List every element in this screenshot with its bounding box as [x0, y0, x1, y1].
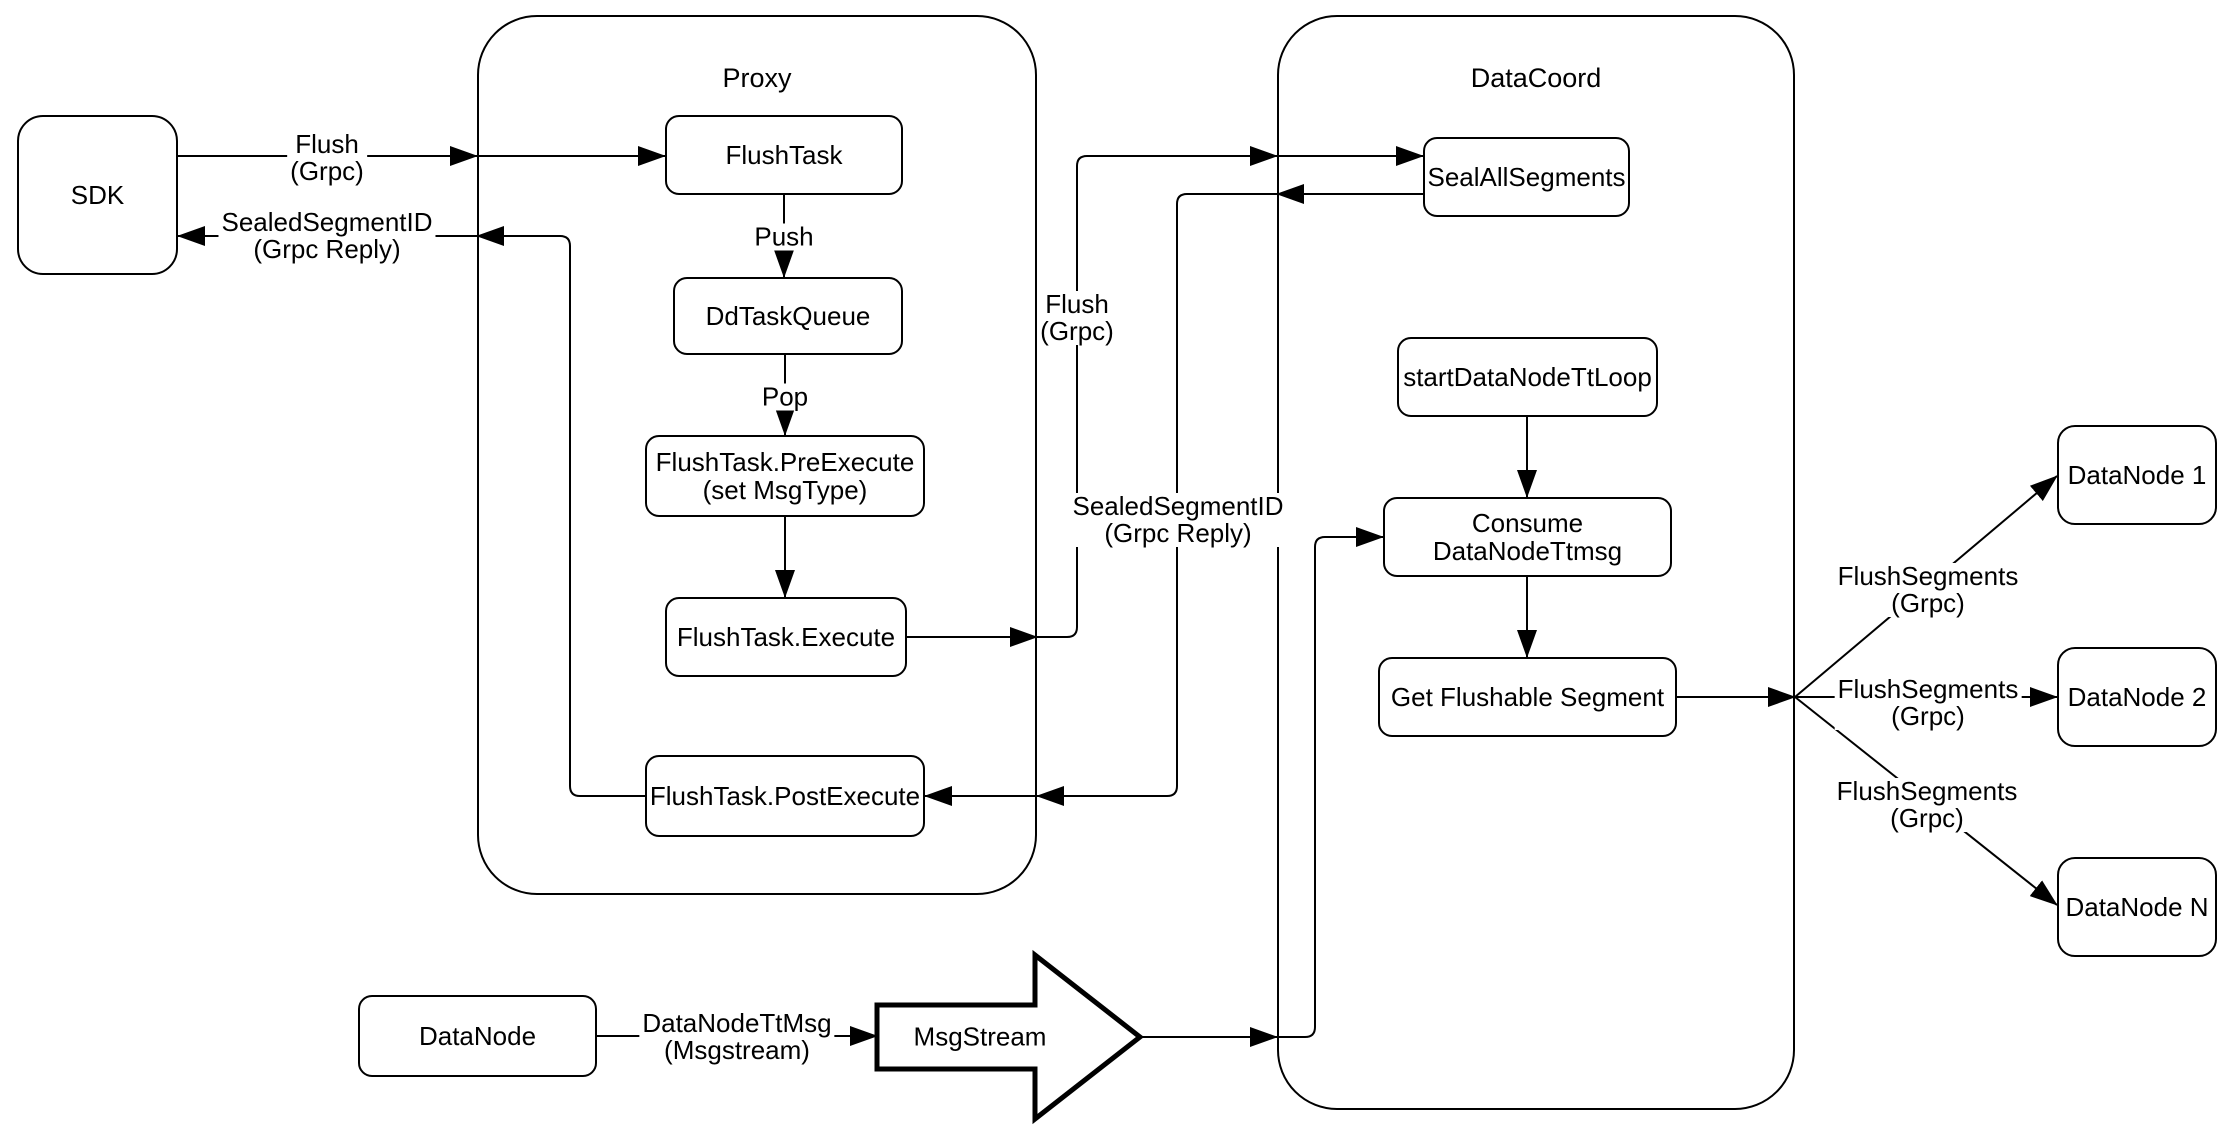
edge-label-flush-grpc-datacoord: Flush (Grpc) [1037, 291, 1117, 345]
edge-label-line: SealedSegmentID [221, 207, 433, 237]
edge-label-flushsegments-1: FlushSegments (Grpc) [1834, 561, 2022, 618]
container-datacoord-title: DataCoord [1470, 63, 1602, 93]
edge-label-line: Flush [295, 129, 359, 159]
edge-label-pop: Pop [758, 381, 812, 412]
node-ddtaskqueue: DdTaskQueue [673, 277, 903, 355]
node-preexecute-label: FlushTask.PreExecute (set MsgType) [656, 448, 915, 504]
msgstream-arrow-shape [874, 949, 1145, 1125]
node-datanode1: DataNode 1 [2057, 425, 2217, 525]
edge-label-push: Push [751, 221, 817, 252]
edge-label-line: FlushSegments [1837, 674, 2019, 704]
edge-msgstream-to-consume [1277, 527, 1384, 1038]
edge-label-flush-grpc-sdk: Flush (Grpc) [287, 131, 367, 185]
edge-label-line: (Msgstream) [664, 1035, 810, 1065]
node-preexecute: FlushTask.PreExecute (set MsgType) [645, 435, 925, 517]
edge-label-flushsegments-3: FlushSegments (Grpc) [1833, 776, 2021, 833]
edge-label-sealedsegmentid-datacoord: SealedSegmentID (Grpc Reply) [1069, 491, 1287, 548]
node-preexecute-line1: FlushTask.PreExecute [655, 447, 915, 477]
edge-label-line: FlushSegments [1836, 776, 2018, 806]
edge-label-line: FlushSegments [1837, 561, 2019, 591]
node-flushtask-label: FlushTask [725, 140, 843, 170]
node-consumedatanodettmsg: Consume DataNodeTtmsg [1383, 497, 1672, 577]
edge-label-line: (Grpc) [290, 156, 364, 186]
node-startdatanodettloop-label: startDataNodeTtLoop [1403, 362, 1652, 392]
edge-label-line: (Grpc) [1890, 803, 1964, 833]
msgstream-label-text: MsgStream [913, 1021, 1047, 1052]
edge-label-line: (Grpc Reply) [253, 234, 401, 264]
edge-label-line: (Grpc) [1891, 588, 1965, 618]
node-ddtaskqueue-label: DdTaskQueue [705, 301, 871, 331]
node-sdk-label: SDK [70, 180, 125, 210]
node-flushtask: FlushTask [665, 115, 903, 195]
edge-label-line: SealedSegmentID [1072, 491, 1284, 521]
edge-label-line: Push [754, 221, 814, 252]
edge-label-line: (Grpc Reply) [1104, 518, 1252, 548]
edge-label-line: Pop [761, 381, 809, 412]
edge-label-line: (Grpc) [1891, 701, 1965, 731]
edge-label-sealedsegmentid-sdk: SealedSegmentID (Grpc Reply) [218, 207, 436, 264]
edge-postexecute-to-proxy-border [476, 226, 645, 797]
node-getflushablesegment: Get Flushable Segment [1378, 657, 1677, 737]
node-consumedatanodettmsg-label: Consume DataNodeTtmsg [1432, 508, 1623, 566]
node-datanode-label: DataNode [418, 1021, 537, 1051]
node-sealallsegments-label: SealAllSegments [1427, 162, 1626, 192]
node-getflushablesegment-label: Get Flushable Segment [1390, 682, 1665, 712]
node-datanode: DataNode [358, 995, 597, 1077]
node-datanoden-label: DataNode N [2065, 892, 2209, 922]
edge-label-line: (Grpc) [1040, 316, 1114, 346]
node-sealallsegments: SealAllSegments [1423, 137, 1630, 217]
edge-label-datanodettmsg: DataNodeTtMsg (Msgstream) [639, 1008, 835, 1065]
node-datanode2: DataNode 2 [2057, 647, 2217, 747]
edge-label-line: DataNodeTtMsg [642, 1008, 832, 1038]
container-proxy-title: Proxy [722, 63, 792, 93]
node-sdk: SDK [17, 115, 178, 275]
edge-label-line: Flush [1045, 289, 1109, 319]
node-preexecute-line2: (set MsgType) [702, 475, 868, 505]
edge-label-flushsegments-2: FlushSegments (Grpc) [1834, 674, 2022, 731]
node-datanode2-label: DataNode 2 [2067, 682, 2207, 712]
node-execute-label: FlushTask.Execute [676, 622, 896, 652]
edge-flush-to-datacoord-border [1037, 146, 1278, 638]
node-postexecute: FlushTask.PostExecute [645, 755, 925, 837]
node-execute: FlushTask.Execute [665, 597, 907, 677]
node-datanode1-label: DataNode 1 [2067, 460, 2207, 490]
msgstream-label: MsgStream [911, 1021, 1050, 1052]
node-startdatanodettloop: startDataNodeTtLoop [1397, 337, 1658, 417]
node-datanoden: DataNode N [2057, 857, 2217, 957]
node-postexecute-label: FlushTask.PostExecute [649, 781, 921, 811]
